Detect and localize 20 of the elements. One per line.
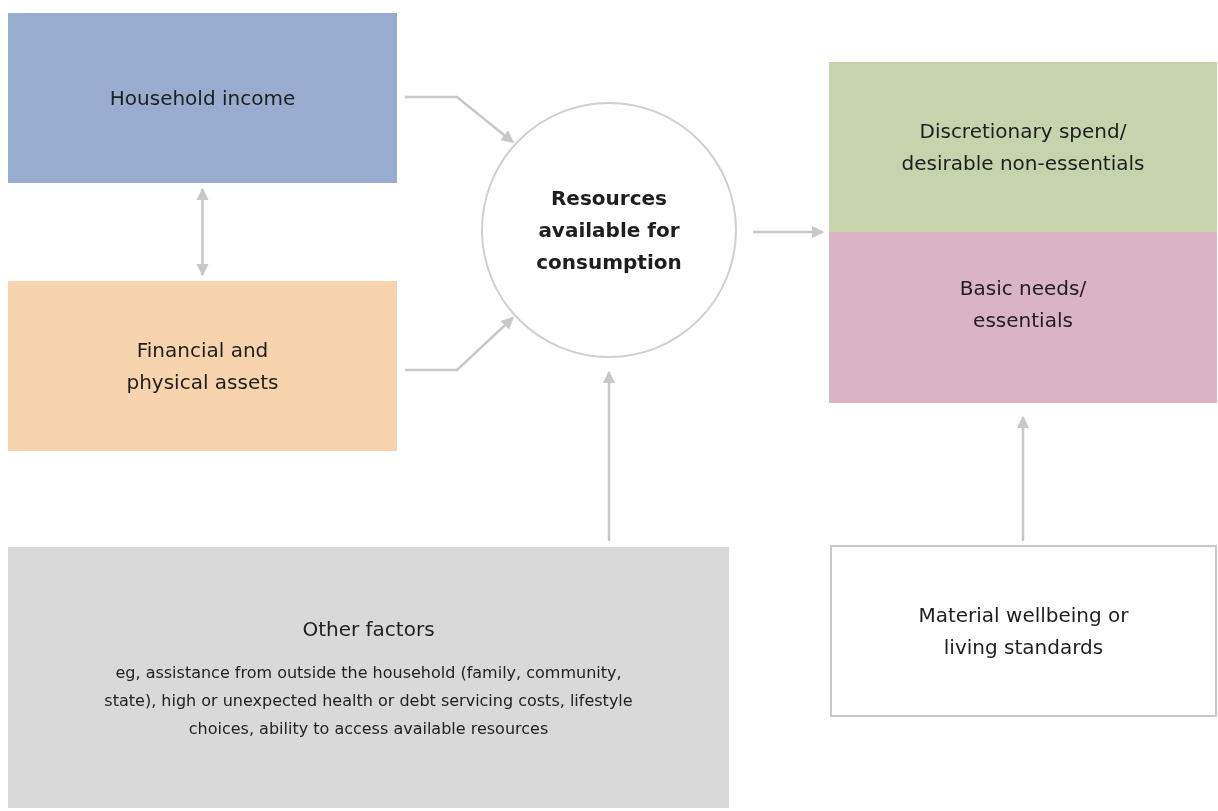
node-title: Discretionary spend/ desirable non-essentials [900, 118, 1146, 177]
node-title: Other factors [302, 615, 435, 643]
node-title: Material wellbeing or living standards [917, 602, 1130, 661]
arrow [405, 316, 514, 372]
node-title: Financial and physical assets [125, 337, 280, 396]
arrow [753, 225, 825, 239]
node-title: Basic needs/ essentials [958, 275, 1088, 334]
process-box [8, 547, 729, 808]
arrow [1016, 415, 1030, 541]
arrow [196, 187, 209, 277]
arrow [602, 370, 616, 541]
process-box [829, 232, 1217, 403]
process-box [8, 281, 397, 451]
process-box [829, 62, 1217, 232]
process-box [8, 13, 397, 183]
process-box [830, 545, 1217, 717]
node-description: eg, assistance from outside the household (family, community, state), high or unexpected health or debt servicing costs, lifestyle choices, ability to access available resources [103, 661, 634, 740]
node-title: Resources available for consumption [535, 185, 683, 276]
node-title: Household income [109, 85, 296, 112]
arrow [405, 95, 514, 144]
